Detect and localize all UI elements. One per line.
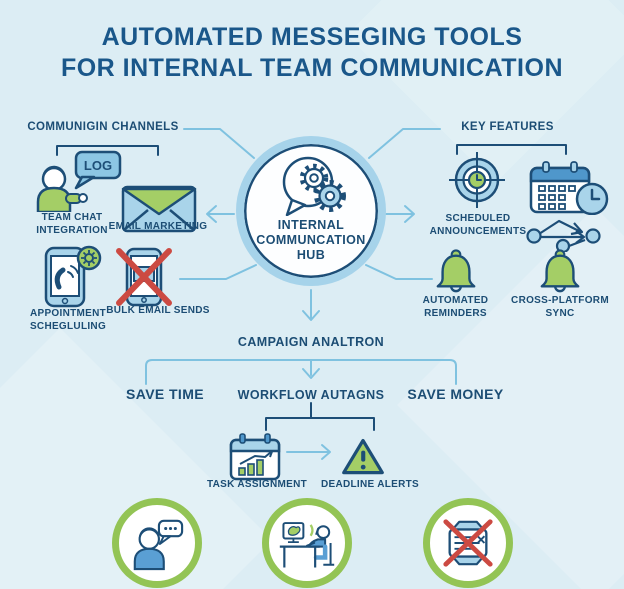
features-header: KEY FEATURES [461,121,554,133]
chat-person-badge [112,498,202,588]
cross-platform-sync-label: CROSS-PLATFORM SYNC [511,295,609,319]
save-time-label: SAVE TIME [125,386,205,402]
working-person-badge [262,498,352,588]
workflow-bracket [265,417,375,431]
campaign-bracket [145,359,457,385]
arrow-task-to-deadline [286,444,331,460]
connector-hub-to-bulk-email [179,264,257,280]
bulk-email-icon [116,247,172,307]
calendar-clock-icon [529,161,609,215]
page-title-line1: AUTOMATED MESSEGING TOOLS [101,23,523,51]
chat-person-icon [133,519,184,571]
team-chat-label: TEAM CHAT INTEGRATION [36,212,108,236]
automated-reminders-bell-icon [436,249,476,293]
no-spam-badge [423,498,513,588]
deadline-alerts-label: DEADLINE ALERTS [320,479,420,490]
hub-label-line2: COMMUNCATION [256,233,366,247]
scheduled-announcements-label: SCHEDULED ANNOUNCEMENTS [429,213,527,237]
arrow-hub-to-scheduled [385,205,415,223]
task-assignment-icon [229,433,281,481]
appointment-icon [44,245,102,308]
sync-network-icon [526,219,601,252]
campaign-label: CAMPAIGN ANALTRON [237,335,385,349]
appointment-label: APPOINTMENT SCHEGLULING [29,308,107,332]
person-at-desk-icon [279,522,335,568]
team-chat-icon: LOG [36,150,122,212]
hub-chat-gears-icon [282,156,346,216]
task-assignment-label: TASK ASSIGNMENT [206,479,308,490]
page-title-line2: FOR INTERNAL TEAM COMMUNICATION [60,54,564,82]
automated-reminders-label: AUTOMATED REMINDERS [422,295,489,319]
crossed-document-icon [443,519,493,567]
bulk-email-label: BULK EMAIL SENDS [106,305,210,316]
hub-label-line1: INTERNAL [277,218,345,232]
hub-label: INTERNAL COMMUNCATION HUB [256,218,365,263]
connector-hub-to-reminders [365,264,433,280]
connector-hub-to-channels [183,128,255,159]
workflow-label: WORKFLOW AUTAGNS [237,388,385,402]
chat-bubble-text: LOG [84,158,112,173]
internal-communication-hub: INTERNAL COMMUNCATION HUB [236,136,386,286]
page-title: AUTOMATED MESSEGING TOOLS FOR INTERNAL T… [0,22,624,84]
arrow-hub-to-email-marketing [206,205,235,223]
hub-label-line3: HUB [296,248,326,262]
save-money-label: SAVE MONEY [407,386,504,402]
scheduled-announcements-icon [449,152,505,208]
cross-platform-bell-icon [540,249,580,293]
email-marketing-icon [121,185,197,233]
email-marketing-label: EMAIL MARKETING [108,221,208,232]
arrow-campaign-to-workflow [302,359,320,379]
arrow-hub-to-campaign [302,289,320,321]
deadline-alerts-icon [342,438,384,475]
channels-header: COMMUNIGIN CHANNELS [27,121,179,133]
